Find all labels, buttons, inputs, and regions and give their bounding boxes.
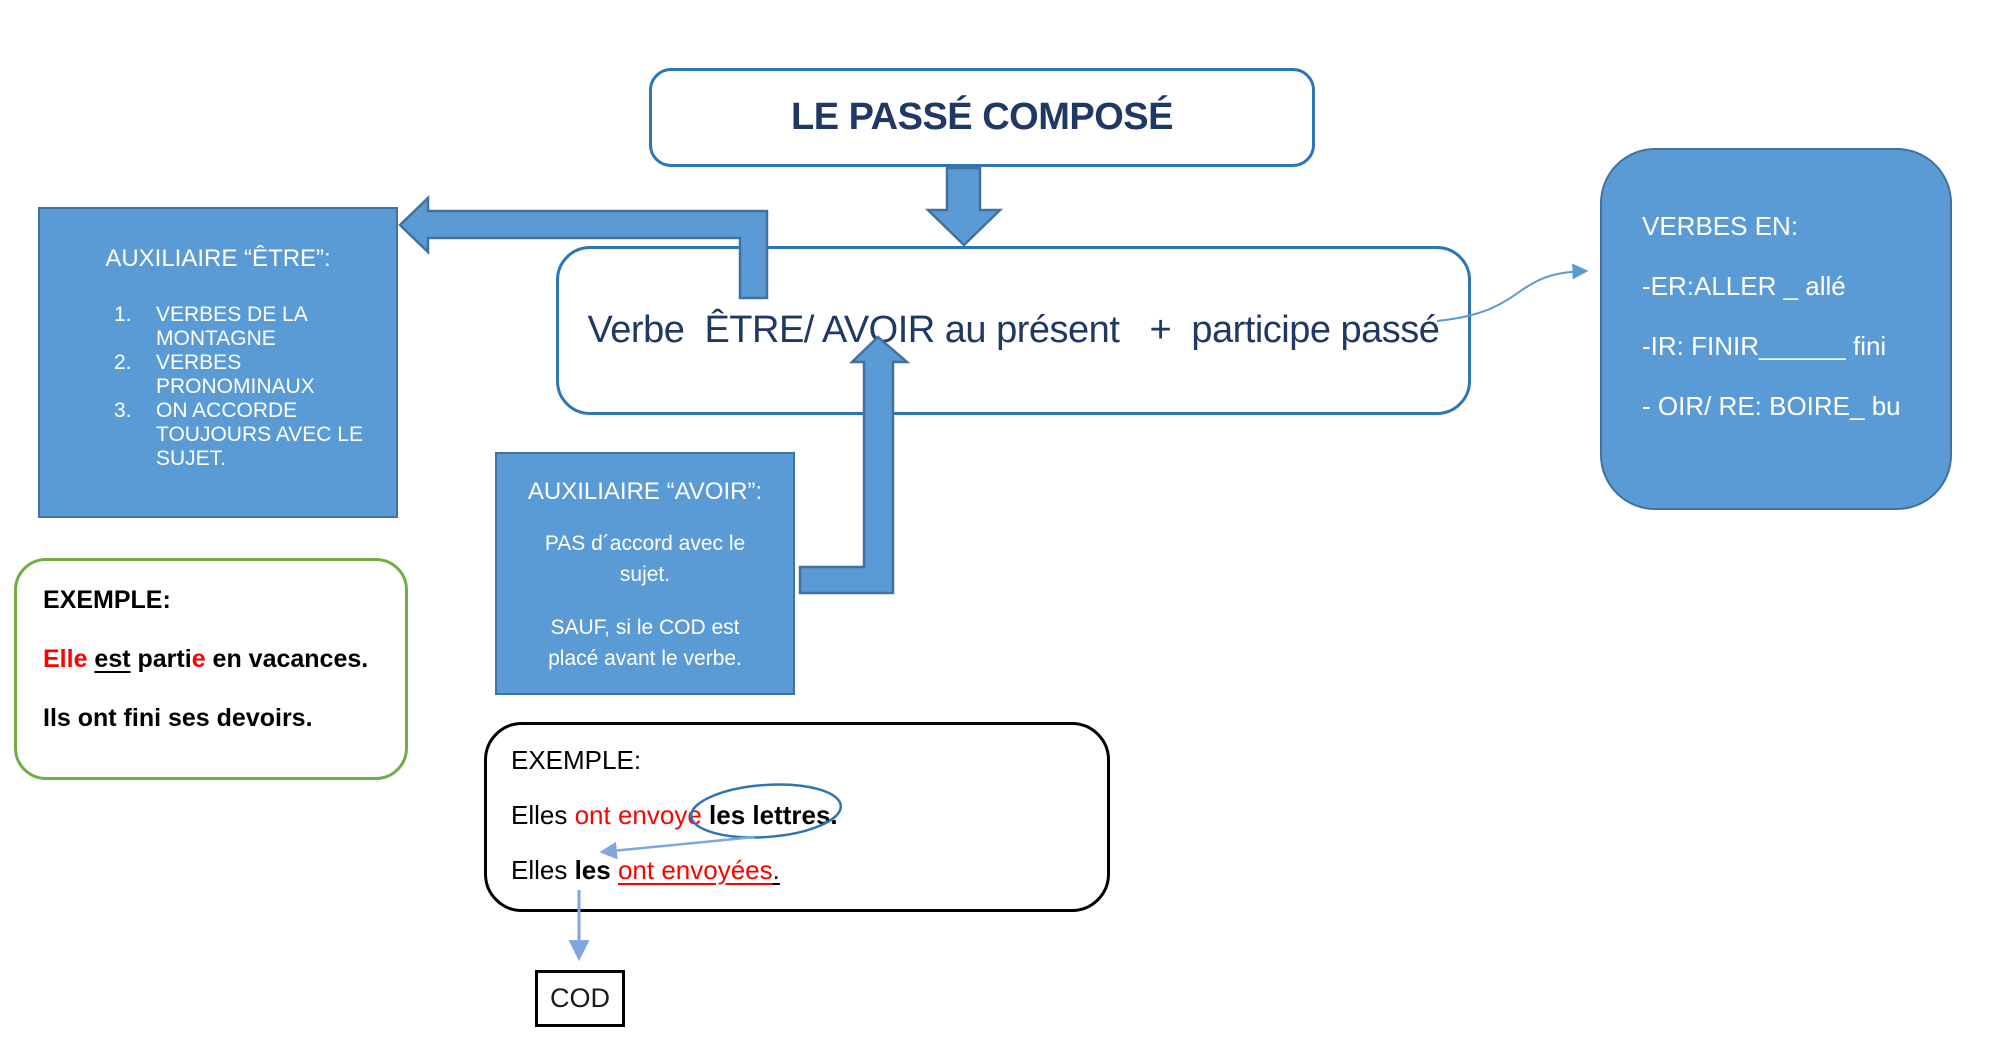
- run-period: .: [772, 855, 780, 885]
- aux-avoir-rule-2: SAUF, si le COD est placé avant le verbe…: [548, 616, 742, 670]
- title-box: LE PASSÉ COMPOSÉ: [649, 68, 1315, 167]
- run-est: est: [94, 645, 131, 673]
- list-text: ON ACCORDE TOUJOURS AVEC LE SUJET.: [156, 399, 363, 470]
- aux-etre-box: AUXILIAIRE “ÊTRE”: 1. VERBES DE LA MONTA…: [38, 207, 398, 518]
- example-etre-box: EXEMPLE: Elle est partie en vacances. Il…: [14, 558, 408, 780]
- verbes-en-ir: -IR: FINIR______ fini: [1642, 331, 1887, 361]
- cod-box: COD: [535, 970, 625, 1027]
- run-elles: Elles: [511, 855, 575, 885]
- example-etre-sentence-1: Elle est partie en vacances.: [43, 646, 405, 673]
- aux-avoir-box: AUXILIAIRE “AVOIR”: PAS d´accord avec le…: [495, 452, 795, 695]
- run-ont-envoye: ont envoyé: [574, 800, 710, 830]
- formula-text: Verbe ÊTRE/ AVOIR au présent + participe…: [587, 309, 1440, 351]
- run-en-vacances: en vacances.: [205, 645, 369, 673]
- aux-etre-title: AUXILIAIRE “ÊTRE”:: [105, 245, 331, 272]
- verbes-en-er: -ER:ALLER _ allé: [1642, 271, 1846, 301]
- list-text: VERBES DE LA MONTAGNE: [156, 303, 307, 350]
- example-etre-sentence-2: Ils ont fini ses devoirs.: [43, 704, 313, 732]
- aux-etre-item-1: 1. VERBES DE LA MONTAGNE: [114, 303, 378, 351]
- list-number: 3.: [114, 399, 132, 422]
- example-avoir-sentence-1: Elles ont envoyé les lettres.: [511, 800, 1107, 830]
- aux-avoir-rule-1: PAS d´accord avec le sujet.: [544, 532, 746, 586]
- run-ont-envoyees: ont envoyées: [617, 855, 773, 885]
- example-avoir-box: EXEMPLE: Elles ont envoyé les lettres. E…: [484, 722, 1110, 912]
- verbes-en-box: VERBES EN: -ER:ALLER _ allé -IR: FINIR__…: [1600, 148, 1952, 510]
- run-parti: parti: [130, 645, 192, 673]
- run-elle: Elle: [43, 645, 95, 673]
- run-les-lettres: les lettres.: [709, 800, 838, 830]
- run-les: les: [574, 855, 618, 885]
- list-number: 2.: [114, 351, 132, 374]
- aux-avoir-title: AUXILIAIRE “AVOIR”:: [527, 478, 763, 505]
- list-number: 1.: [114, 303, 132, 326]
- page-title: LE PASSÉ COMPOSÉ: [791, 96, 1173, 138]
- example-etre-heading: EXEMPLE:: [43, 586, 171, 614]
- example-avoir-sentence-2: Elles les ont envoyées.: [511, 855, 1107, 885]
- aux-etre-item-2: 2. VERBES PRONOMINAUX: [114, 351, 378, 399]
- flow-arrow-down: [924, 166, 1004, 247]
- verbes-en-oir: - OIR/ RE: BOIRE_ bu: [1642, 391, 1901, 421]
- formula-box: Verbe ÊTRE/ AVOIR au présent + participe…: [556, 246, 1471, 415]
- run-e: e: [191, 645, 206, 673]
- verbes-en-title: VERBES EN:: [1642, 211, 1799, 241]
- example-avoir-heading: EXEMPLE:: [511, 745, 642, 775]
- list-text: VERBES PRONOMINAUX: [156, 351, 315, 398]
- aux-etre-item-3: 3. ON ACCORDE TOUJOURS AVEC LE SUJET.: [114, 399, 378, 471]
- run-elles: Elles: [511, 800, 575, 830]
- cod-label: COD: [550, 983, 610, 1013]
